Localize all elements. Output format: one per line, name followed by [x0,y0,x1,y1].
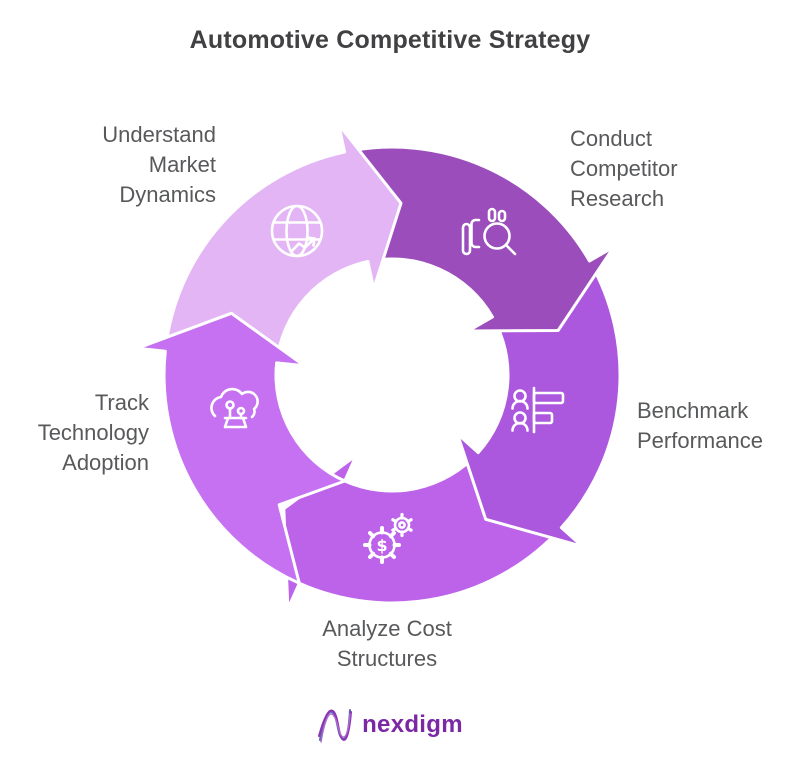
brand-logo: nexdigm [0,704,780,746]
segment-conduct-competitor-research [343,145,616,333]
brand-name: nexdigm [362,711,463,738]
bar-chart-magnifier-icon [461,207,517,256]
label-line: Track [94,390,149,415]
segment-track-technology-adoption [135,311,347,585]
segment-understand-market-dynamics [163,123,403,365]
label-benchmark-performance: Benchmark Performance [637,396,763,456]
label-line: Market [148,152,216,177]
label-line: Technology [37,420,149,445]
label-line: Benchmark [637,398,749,423]
label-understand-market-dynamics: Understand Market Dynamics [102,120,216,210]
gears-dollar-icon: $ [363,512,413,564]
cloud-technology-icon [210,387,259,429]
label-line: Dynamics [119,182,216,207]
label-line: Conduct [570,126,652,151]
label-line: Research [570,186,665,211]
dollar-symbol: $ [376,536,387,555]
page-title: Automotive Competitive Strategy [189,26,591,54]
globe-trend-icon [270,204,324,258]
label-line: Understand [102,122,216,147]
label-line: Competitor [570,156,678,181]
label-analyze-cost-structures: Analyze Cost Structures [277,614,497,674]
people-benchmark-icon [511,386,565,434]
wave-n-logo-mark [318,709,353,743]
label-line: Adoption [62,450,149,475]
label-line: Performance [637,428,763,453]
label-line: Analyze Cost [322,616,452,641]
label-conduct-competitor-research: Conduct Competitor Research [570,124,678,214]
label-line: Structures [336,646,438,671]
label-track-technology-adoption: Track Technology Adoption [38,388,149,478]
